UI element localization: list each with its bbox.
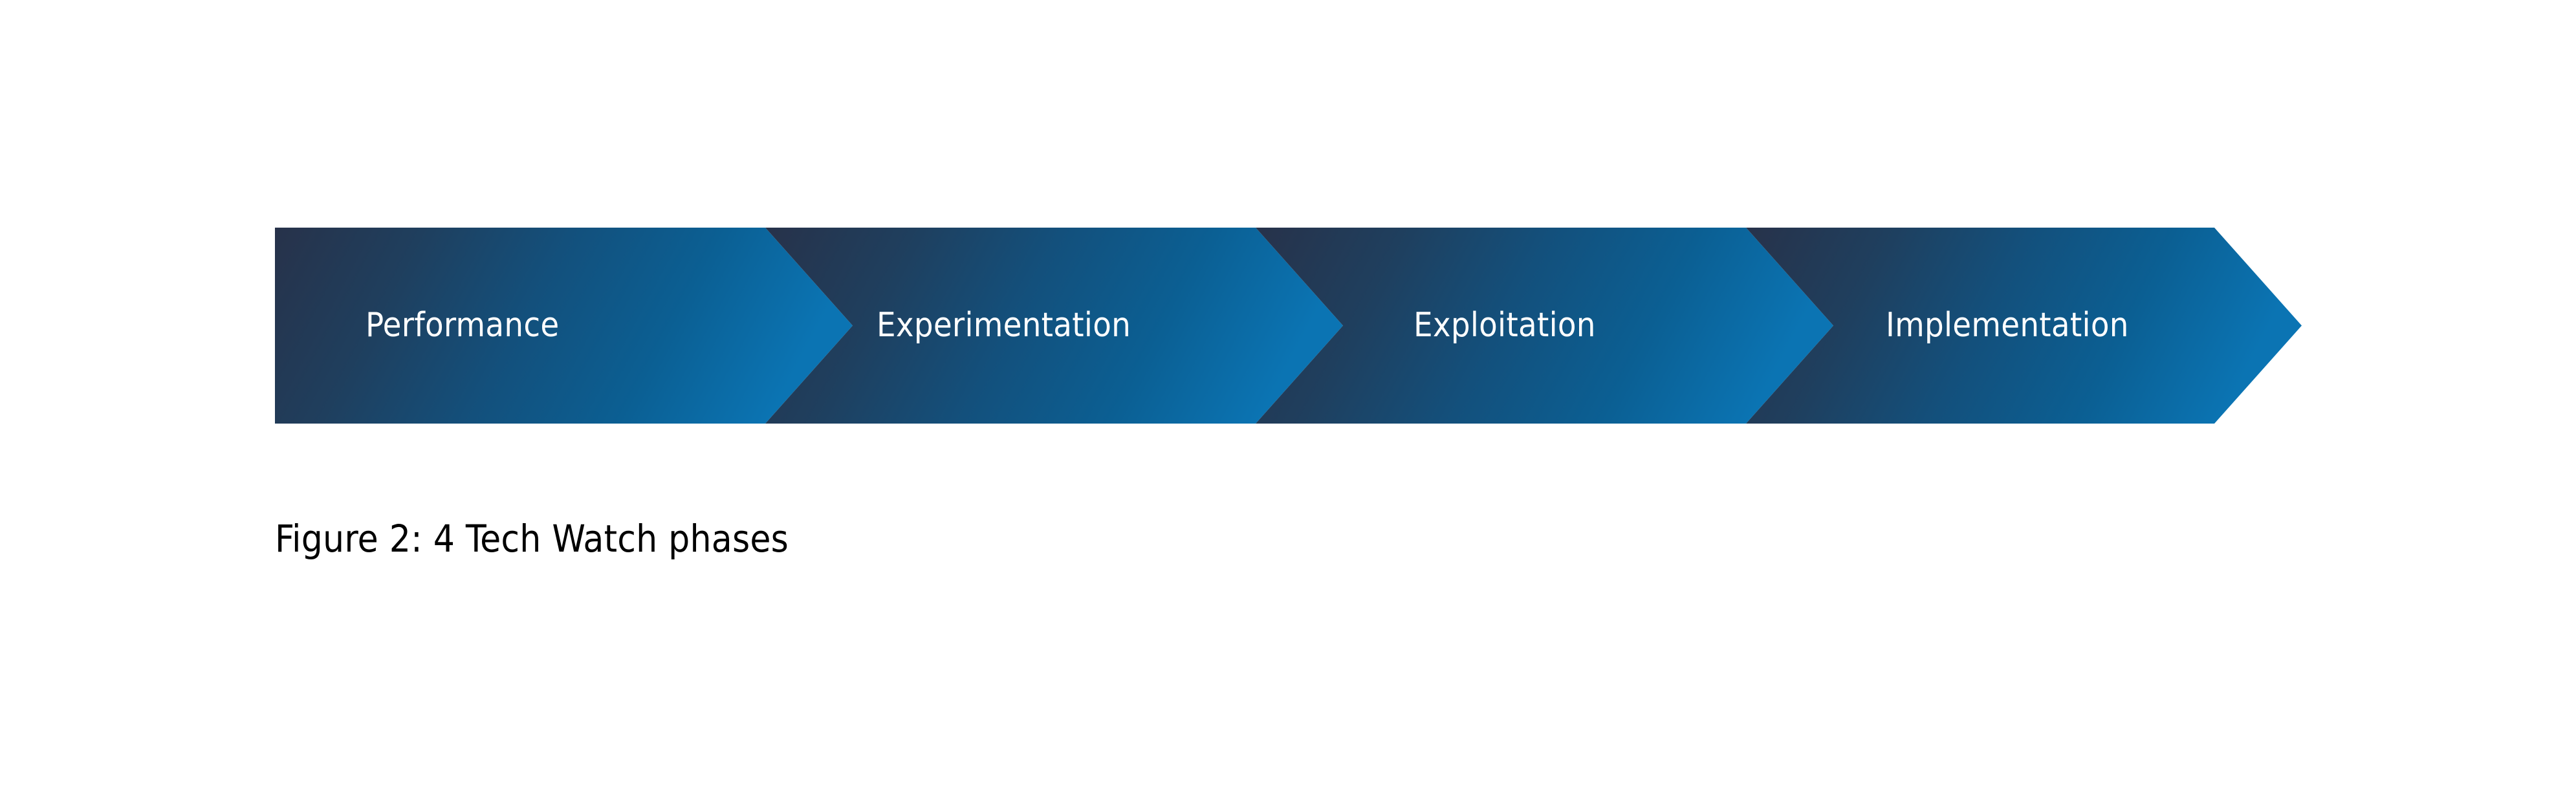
chevron-label-2: Experimentation <box>877 306 1131 345</box>
chevron-shape-1 <box>275 228 853 424</box>
chevron-shape-3 <box>1256 228 1833 424</box>
chevron-shape-2 <box>765 228 1343 424</box>
chevron-phase-2[interactable]: Experimentation <box>765 228 1343 424</box>
chevron-label-3: Exploitation <box>1414 306 1596 345</box>
chevron-diagram-svg: Performance Experimentation Exploitation… <box>275 228 2302 424</box>
chevron-process-diagram: Performance Experimentation Exploitation… <box>275 228 2302 424</box>
figure-caption: Figure 2: 4 Tech Watch phases <box>275 517 789 561</box>
chevron-label-1: Performance <box>366 306 559 345</box>
chevron-shape-4 <box>1746 228 2302 424</box>
chevron-label-4: Implementation <box>1886 306 2129 345</box>
chevron-phase-1[interactable]: Performance <box>275 228 853 424</box>
chevron-phase-4[interactable]: Implementation <box>1746 228 2302 424</box>
chevron-phase-3[interactable]: Exploitation <box>1256 228 1833 424</box>
